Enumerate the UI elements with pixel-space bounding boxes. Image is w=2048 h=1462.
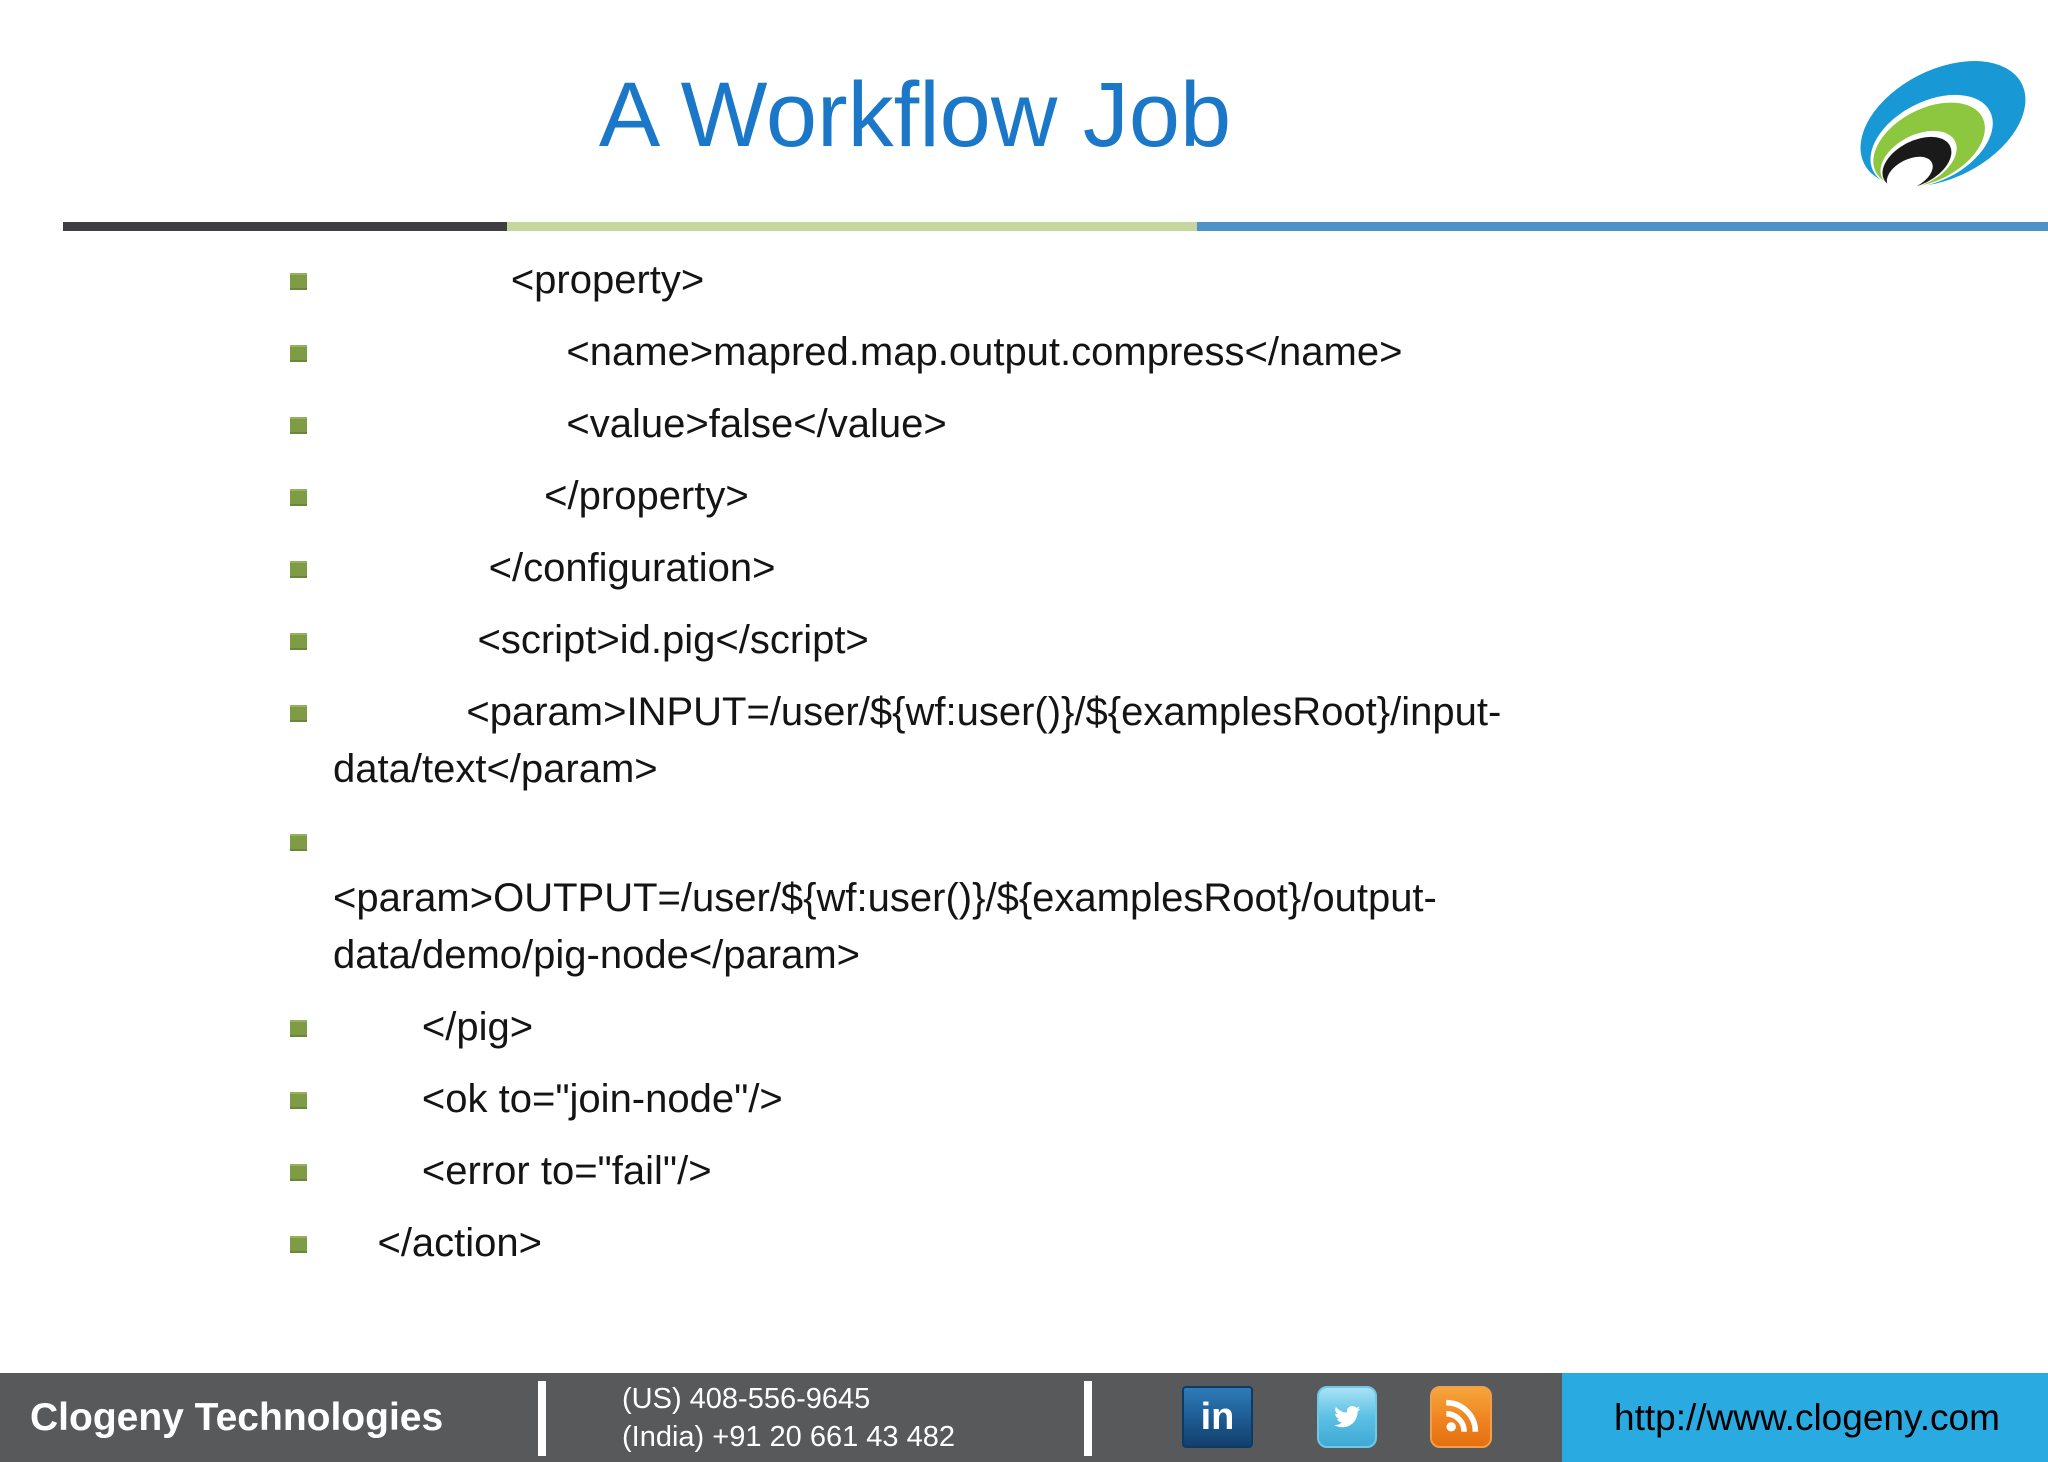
code-line: </property>: [290, 468, 1938, 525]
code-line: </pig>: [290, 999, 1938, 1056]
code-line-text: </property>: [333, 474, 749, 518]
code-line: <script>id.pig</script>: [290, 612, 1938, 669]
phone-us: (US) 408-556-9645: [622, 1382, 871, 1415]
divider-blue-segment: [1197, 222, 2048, 231]
code-line: <param>OUTPUT=/user/${wf:user()}/${examp…: [290, 813, 1938, 984]
code-line: <value>false</value>: [290, 396, 1938, 453]
twitter-bird-glyph: [1334, 1406, 1361, 1428]
code-line-text: <script>id.pig</script>: [333, 618, 869, 662]
title-divider: [63, 222, 2048, 231]
code-line-text: <name>mapred.map.output.compress</name>: [333, 330, 1403, 374]
bullet-square-icon: [290, 273, 307, 290]
code-bullet-list: <property> <name>mapred.map.output.compr…: [290, 252, 1938, 1287]
code-line: <name>mapred.map.output.compress</name>: [290, 324, 1938, 381]
footer-separator: [1084, 1381, 1092, 1456]
divider-dark-segment: [63, 222, 507, 231]
slide-title: A Workflow Job: [598, 63, 1232, 166]
code-line-text: </action>: [333, 1221, 543, 1265]
phone-numbers: (US) 408-556-9645 (India) +91 20 661 43 …: [622, 1380, 955, 1456]
bullet-square-icon: [290, 705, 307, 722]
bullet-square-icon: [290, 1020, 307, 1037]
bullet-square-icon: [290, 489, 307, 506]
bullet-square-icon: [290, 1164, 307, 1181]
title-area: A Workflow Job: [0, 40, 1830, 190]
phone-india: (India) +91 20 661 43 482: [622, 1420, 955, 1453]
twitter-icon[interactable]: [1317, 1386, 1377, 1448]
website-link[interactable]: http://www.clogeny.com: [1562, 1373, 2048, 1462]
code-line-text: <error to="fail"/>: [333, 1149, 712, 1193]
linkedin-icon-label: in: [1200, 1396, 1235, 1438]
code-line: <property>: [290, 252, 1938, 309]
code-line-text: <param>INPUT=/user/${wf:user()}/${exampl…: [333, 690, 1502, 791]
code-line: <ok to="join-node"/>: [290, 1071, 1938, 1128]
divider-green-segment: [507, 222, 1197, 231]
company-name: Clogeny Technologies: [30, 1395, 444, 1439]
code-line: <param>INPUT=/user/${wf:user()}/${exampl…: [290, 684, 1938, 798]
bullet-square-icon: [290, 1236, 307, 1253]
footer-separator: [538, 1381, 546, 1456]
bullet-square-icon: [290, 345, 307, 362]
rss-icon[interactable]: [1430, 1386, 1492, 1448]
bullet-square-icon: [290, 561, 307, 578]
code-line-text: <param>OUTPUT=/user/${wf:user()}/${examp…: [333, 876, 1437, 977]
code-line: </action>: [290, 1215, 1938, 1272]
code-line: </configuration>: [290, 540, 1938, 597]
code-line-text: </configuration>: [333, 546, 776, 590]
code-line-text: <property>: [333, 258, 705, 302]
bullet-square-icon: [290, 1092, 307, 1109]
rss-glyph: [1446, 1399, 1479, 1432]
code-line-text: <ok to="join-node"/>: [333, 1077, 783, 1121]
code-line-text: <value>false</value>: [333, 402, 947, 446]
code-line-text: </pig>: [333, 1005, 534, 1049]
bullet-square-icon: [290, 633, 307, 650]
footer-bar: Clogeny Technologies (US) 408-556-9645 (…: [0, 1373, 2048, 1462]
bullet-square-icon: [290, 834, 307, 851]
website-url: http://www.clogeny.com: [1614, 1396, 2000, 1438]
code-line: <error to="fail"/>: [290, 1143, 1938, 1200]
clogeny-logo-icon: [1860, 61, 2026, 191]
bullet-square-icon: [290, 417, 307, 434]
linkedin-icon[interactable]: in: [1182, 1386, 1253, 1448]
